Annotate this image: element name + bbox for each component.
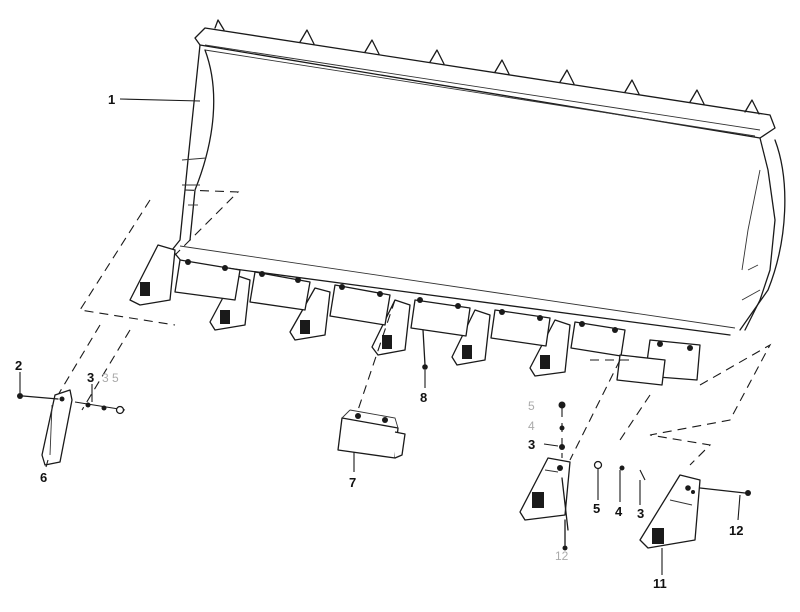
- callout-1: 1: [108, 92, 115, 107]
- part-6-side-cutter: [41, 389, 73, 466]
- dashed-planes: [54, 189, 772, 466]
- callout-3-left: 3: [87, 370, 94, 385]
- rim-lugs: [214, 19, 760, 115]
- callout-3-center: 3: [528, 437, 535, 452]
- callout-5: 5: [593, 501, 600, 516]
- part-3-hardware-left: [74, 401, 126, 415]
- callout-7: 7: [349, 475, 356, 490]
- callout-11: 11: [653, 576, 667, 591]
- part-11-corner-tooth: [639, 474, 701, 549]
- exploded-center-tooth: [519, 401, 571, 551]
- installed-teeth: [129, 244, 701, 386]
- part-8-pin: [422, 329, 428, 370]
- callout-12: 12: [729, 523, 743, 538]
- leader-lines: [19, 98, 741, 575]
- callout-6: 6: [40, 470, 47, 485]
- callout-2: 2: [15, 358, 22, 373]
- faint-label-left: 3 5: [102, 371, 119, 385]
- callout-8: 8: [420, 390, 427, 405]
- faint-label-12: 12: [555, 549, 569, 563]
- faint-label-5: 5: [528, 399, 535, 413]
- callout-labels: 1 2 3 3 5 6 7 8 5 4 3 12 5 4 3 12 11: [15, 92, 743, 591]
- callout-4: 4: [615, 504, 623, 519]
- callout-3-right: 3: [637, 506, 644, 521]
- part-7-segment: [337, 409, 406, 459]
- part-2-bolt: [17, 393, 59, 400]
- faint-label-4: 4: [528, 419, 535, 433]
